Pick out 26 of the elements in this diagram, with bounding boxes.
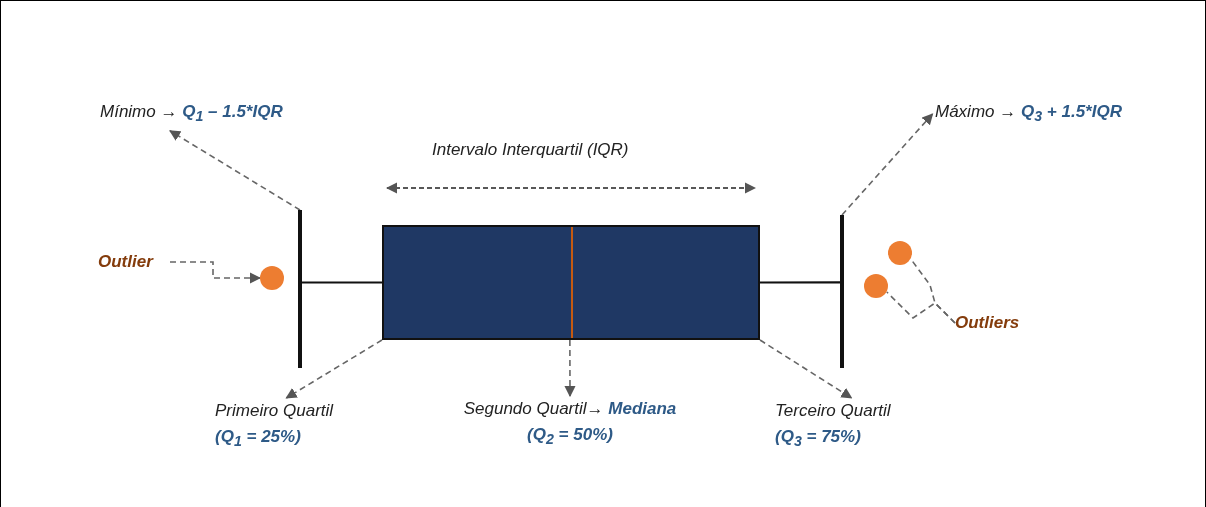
annotation-text: (Q$_{1}$ = 25%) <box>215 425 301 452</box>
leader-arrow <box>169 261 262 284</box>
annotation-text: (Q$_{3}$ = 75%) <box>775 425 861 452</box>
leader-arrow <box>759 339 853 399</box>
leader-arrow <box>841 113 934 216</box>
bracket-line <box>886 291 956 324</box>
outlier-dot <box>888 241 912 265</box>
annotation-text: Primeiro Quartil <box>215 399 334 422</box>
interquartile-box <box>382 225 760 340</box>
annotation-text: Mínimo → Q$_{1}$ – 1.5*IQR <box>100 100 283 127</box>
whisker-line <box>760 281 840 284</box>
leader-arrow <box>564 339 576 398</box>
outlier-dot <box>260 266 284 290</box>
dimension-label: Intervalo Interquartil (IQR) <box>432 140 629 160</box>
whisker-cap <box>298 210 302 368</box>
outlier-label: Outliers <box>955 312 1020 334</box>
annotation-text: Terceiro Quartil <box>775 399 891 422</box>
leader-arrow <box>169 130 301 211</box>
whisker-line <box>302 281 382 284</box>
outlier-label: Outlier <box>98 251 153 273</box>
outlier-dot <box>864 274 888 298</box>
whisker-cap <box>840 215 844 368</box>
annotation-text: (Q$_{2}$ = 50%) <box>527 423 613 450</box>
leader-arrow <box>285 339 383 399</box>
annotation-text: Segundo Quartil→ Mediana <box>463 397 677 420</box>
annotation-text: Máximo → Q$_{3}$ + 1.5*IQR <box>935 100 1122 127</box>
